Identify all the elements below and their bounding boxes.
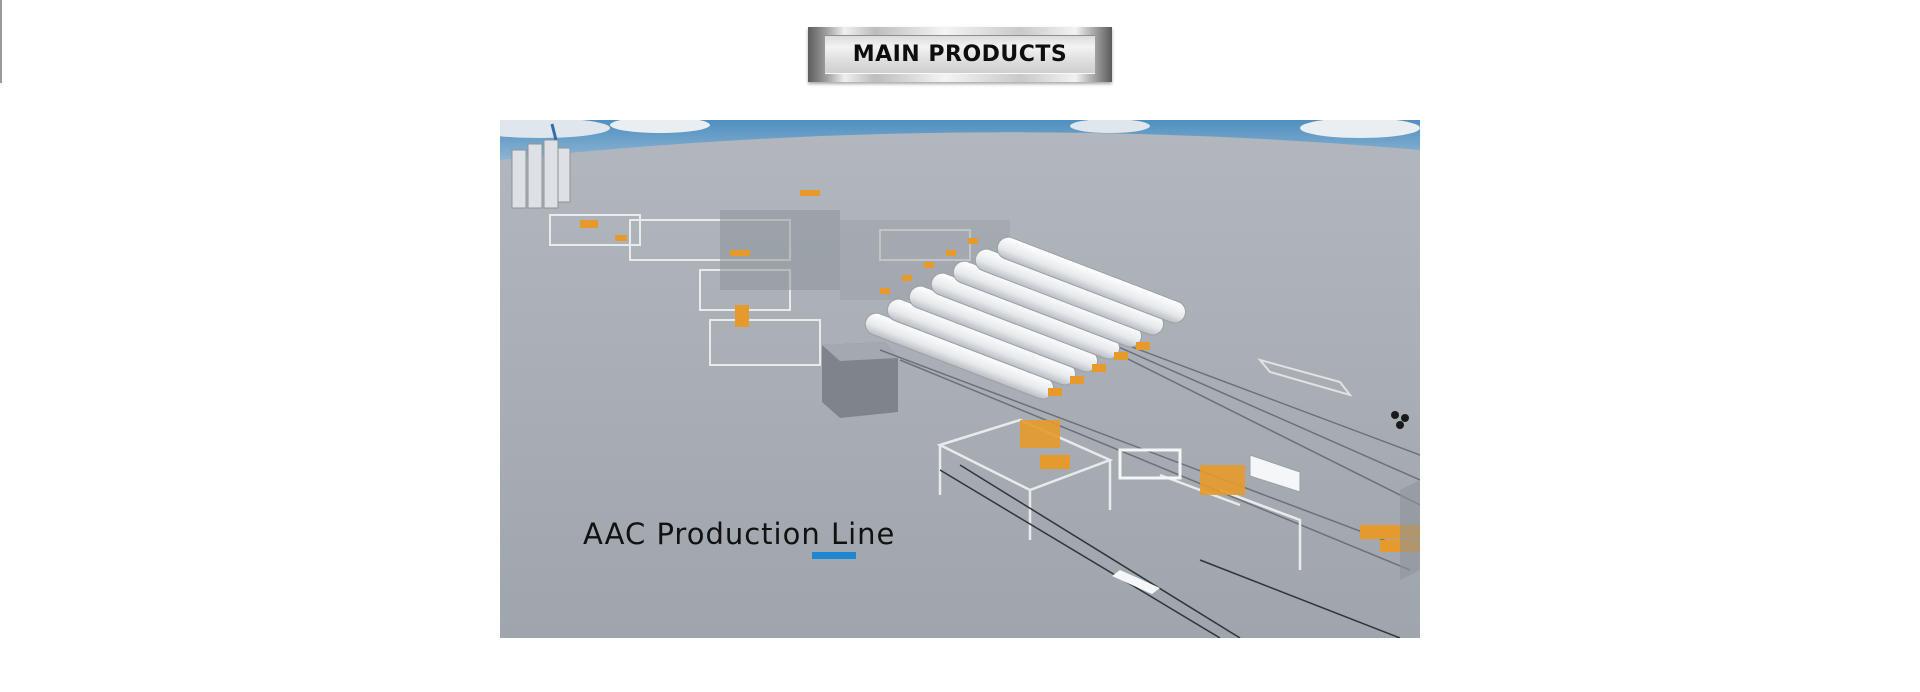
- caption-underline: [812, 552, 856, 559]
- product-banner[interactable]: AAC Production Line: [500, 120, 1420, 638]
- production-line-illustration: [500, 120, 1420, 638]
- section-header-plate: MAIN PRODUCTS: [808, 27, 1112, 82]
- banner-caption: AAC Production Line: [583, 517, 896, 551]
- section-title: MAIN PRODUCTS: [852, 42, 1068, 67]
- section-header-inner: MAIN PRODUCTS: [825, 35, 1095, 74]
- edge-tab: [0, 0, 2, 83]
